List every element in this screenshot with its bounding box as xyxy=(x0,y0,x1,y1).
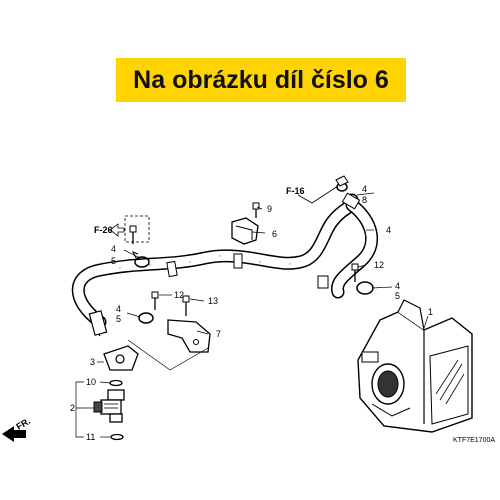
callout-5-lower-right: 5 xyxy=(395,291,400,301)
callout-2: 2 xyxy=(70,403,75,413)
callout-4-top: 4 xyxy=(362,184,367,194)
callout-1: 1 xyxy=(428,307,433,317)
callout-12-right: 12 xyxy=(374,260,384,270)
callout-3: 3 xyxy=(90,357,95,367)
leader-lines xyxy=(75,192,429,438)
callout-5-left: 5 xyxy=(111,256,116,266)
callout-5-middle: 5 xyxy=(116,314,121,324)
callout-6: 6 xyxy=(272,229,277,239)
part-12-bolt-left xyxy=(151,291,159,310)
part-6-hose-holder xyxy=(231,217,259,245)
ref-f26-label: F-26 xyxy=(94,225,113,235)
part-7-bracket xyxy=(167,319,211,353)
callout-9: 9 xyxy=(267,204,272,214)
part-3-injector-holder xyxy=(103,345,139,371)
ref-f26-marker xyxy=(109,215,150,243)
hose-clamp-right xyxy=(356,281,374,295)
diagram-code: KTF7E1700A xyxy=(453,437,495,444)
fuel-hose xyxy=(71,192,378,337)
callout-12-left: 12 xyxy=(174,290,184,300)
part-1-throttle-body xyxy=(357,299,473,433)
hose-clamp-middle xyxy=(138,312,154,324)
bolt-f26 xyxy=(129,225,137,244)
callout-4-right: 4 xyxy=(386,225,391,235)
part-13-bolt xyxy=(182,295,190,316)
banner-text: Na obrázku díl číslo 6 xyxy=(133,65,389,94)
callout-13: 13 xyxy=(208,296,218,306)
part-2-injector xyxy=(93,389,125,423)
fr-label: FR. xyxy=(15,416,33,432)
callout-4-lower-right: 4 xyxy=(395,281,400,291)
callout-10: 10 xyxy=(86,377,96,387)
bolt-f16 xyxy=(335,175,349,187)
part-number-banner: Na obrázku díl číslo 6 xyxy=(116,58,406,102)
part-9-bolt xyxy=(252,202,260,218)
ref-f16-label: F-16 xyxy=(286,186,305,196)
part-11-o-ring xyxy=(110,433,124,441)
ref-f16-leader xyxy=(297,185,339,204)
callout-7: 7 xyxy=(216,329,221,339)
front-arrow-icon xyxy=(2,426,26,442)
callout-4-left: 4 xyxy=(111,244,116,254)
callout-11: 11 xyxy=(86,432,95,442)
callout-8: 8 xyxy=(362,195,367,205)
part-10-o-ring xyxy=(109,379,123,387)
callout-4-middle: 4 xyxy=(116,304,121,314)
